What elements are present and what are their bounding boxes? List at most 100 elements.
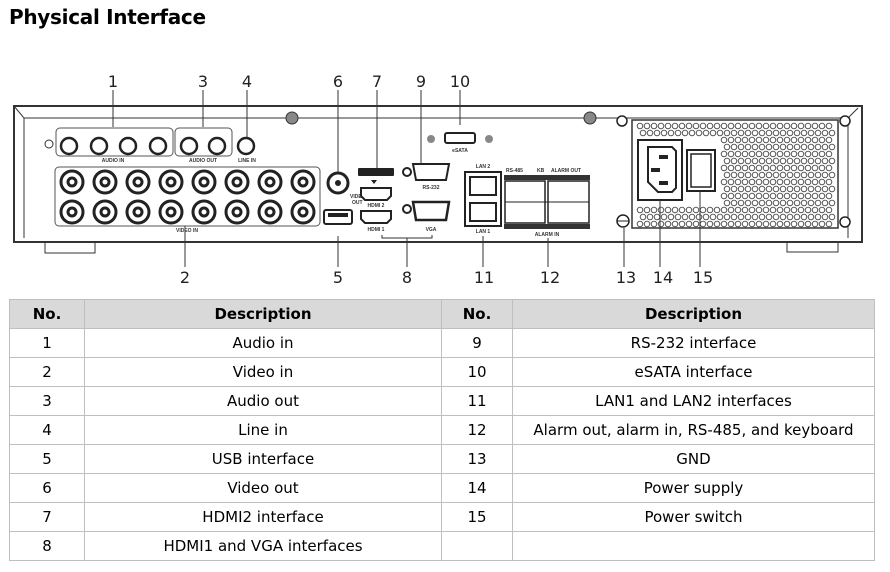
vent-hole (741, 150, 749, 158)
vent-hole (765, 129, 773, 137)
lan2-label: LAN 2 (476, 164, 491, 170)
vent-hole (793, 185, 801, 193)
vent-hole (706, 122, 714, 130)
vent-hole (699, 122, 707, 130)
vent-hole (734, 150, 742, 158)
vent-hole (688, 213, 696, 221)
vent-hole (769, 150, 777, 158)
bnc-connector-pin (198, 206, 210, 218)
bnc-connector-pin (297, 176, 309, 188)
vent-hole (821, 185, 829, 193)
vent-hole (755, 122, 763, 130)
vent-hole (664, 220, 672, 228)
header-description-left: Description (84, 299, 442, 329)
vent-hole (643, 220, 651, 228)
vent-hole (811, 192, 819, 200)
vent-hole (811, 220, 819, 228)
vent-hole (807, 171, 815, 179)
vent-hole (716, 213, 724, 221)
cell-no: 6 (9, 473, 85, 503)
vent-hole (786, 143, 794, 151)
rs232-port: RS-232 (402, 163, 451, 191)
bnc-connector-pin (198, 176, 210, 188)
vent-hole (758, 129, 766, 137)
cell-description: Video out (84, 473, 442, 503)
vent-hole (744, 143, 752, 151)
vent-hole (790, 164, 798, 172)
vent-hole (650, 122, 658, 130)
callout-6: 6 (333, 72, 343, 91)
vent-hole (730, 143, 738, 151)
callout-11: 11 (474, 268, 494, 287)
callout-15: 15 (693, 268, 713, 287)
cell-no: 9 (441, 328, 513, 358)
vent-hole (741, 206, 749, 214)
vent-hole (678, 122, 686, 130)
vent-hole (814, 157, 822, 165)
vent-hole (667, 129, 675, 137)
vent-hole (758, 199, 766, 207)
video-out-label-1: VIDEO (350, 194, 366, 200)
callout-4: 4 (242, 72, 252, 91)
vent-hole (748, 220, 756, 228)
vent-hole (779, 185, 787, 193)
vent-hole (783, 206, 791, 214)
cell-no (441, 531, 513, 561)
vent-hole (758, 171, 766, 179)
vent-hole (692, 220, 700, 228)
vent-hole (681, 129, 689, 137)
vent-hole (720, 150, 728, 158)
vent-hole (818, 206, 826, 214)
cell-description (512, 531, 875, 561)
vent-hole (800, 157, 808, 165)
vent-hole (748, 206, 756, 214)
vent-hole (804, 164, 812, 172)
vent-hole (825, 164, 833, 172)
vent-hole (786, 213, 794, 221)
vent-hole (744, 199, 752, 207)
vent-hole (772, 185, 780, 193)
table-header-row: No. Description No. Description (9, 299, 875, 329)
vent-hole (720, 178, 728, 186)
vent-hole (737, 185, 745, 193)
vent-hole (804, 206, 812, 214)
vent-hole (769, 136, 777, 144)
vent-hole (727, 122, 735, 130)
vent-hole (821, 171, 829, 179)
vent-hole (723, 171, 731, 179)
vent-hole (706, 206, 714, 214)
video-in-ports: VIDEO IN (54, 166, 321, 234)
vent-hole (790, 136, 798, 144)
vent-hole (783, 122, 791, 130)
callout-14: 14 (653, 268, 673, 287)
vent-hole (755, 136, 763, 144)
vent-hole (646, 129, 654, 137)
vent-hole (825, 220, 833, 228)
vent-hole (692, 206, 700, 214)
vent-hole (720, 206, 728, 214)
vent-hole (660, 213, 668, 221)
kb-label: KB (537, 168, 545, 174)
vent-hole (646, 213, 654, 221)
lan-ports: LAN 2 LAN 1 (464, 164, 502, 235)
vent-hole (800, 143, 808, 151)
vent-hole (653, 129, 661, 137)
cell-description: Audio in (84, 328, 442, 358)
cell-description: Power switch (512, 502, 875, 532)
cell-no: 2 (9, 357, 85, 387)
vent-hole (828, 129, 836, 137)
callout-12: 12 (540, 268, 560, 287)
vent-hole (678, 206, 686, 214)
cell-no: 4 (9, 415, 85, 445)
bnc-connector-pin (297, 206, 309, 218)
vent-hole (737, 143, 745, 151)
vent-hole (744, 213, 752, 221)
vent-hole (772, 157, 780, 165)
vent-hole (818, 192, 826, 200)
vent-hole (744, 129, 752, 137)
vent-hole (807, 199, 815, 207)
cell-description: HDMI1 and VGA interfaces (84, 531, 442, 561)
vent-hole (706, 220, 714, 228)
vent-hole (737, 157, 745, 165)
